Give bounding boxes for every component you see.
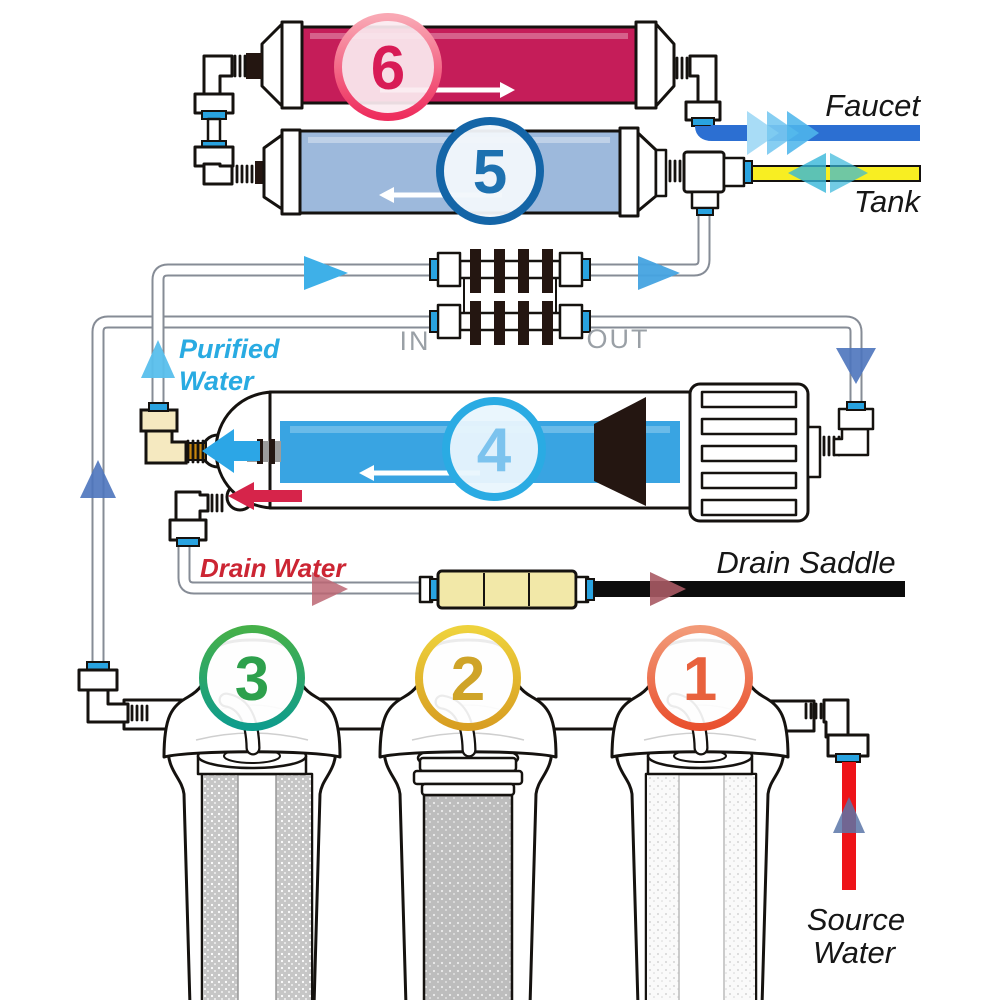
link-6-to-5 bbox=[193, 54, 254, 186]
faucet-pipe bbox=[695, 124, 920, 141]
badge-1-number: 1 bbox=[683, 645, 717, 714]
badge-stage-5 bbox=[436, 117, 544, 225]
purified-water-label-1: Purified bbox=[179, 334, 280, 364]
filter5-right-ribs bbox=[668, 159, 682, 183]
drain-saddle-label: Drain Saddle bbox=[716, 545, 895, 580]
permeate-pump bbox=[429, 249, 591, 345]
membrane-inlet-elbow bbox=[832, 427, 870, 457]
flow-restrictor bbox=[436, 569, 578, 610]
pump-out-label: OUT bbox=[587, 324, 650, 354]
permeate-out-arrow-icon bbox=[202, 429, 260, 473]
tank-flow-arrow-right-icon bbox=[830, 153, 868, 193]
pump-in-label: IN bbox=[400, 326, 431, 356]
drain-out-arrow-icon bbox=[228, 482, 302, 510]
badge-2-number: 2 bbox=[451, 645, 485, 714]
drain-saddle-arrow-icon bbox=[650, 572, 686, 606]
cartridge-stage-2 bbox=[412, 744, 524, 1000]
tank-label: Tank bbox=[854, 184, 922, 219]
link-ribs bbox=[235, 164, 254, 184]
source-water-label-1: Source bbox=[807, 902, 905, 937]
faucet-line bbox=[684, 54, 920, 155]
brass-elbow bbox=[144, 429, 188, 465]
tubing-runs bbox=[91, 212, 863, 664]
badge-5-number: 5 bbox=[473, 138, 507, 207]
membrane-cone bbox=[594, 397, 646, 506]
drain-saddle-line bbox=[594, 581, 905, 597]
brass-ribs bbox=[186, 439, 205, 464]
cartridge-stage-1 bbox=[644, 742, 758, 1000]
drain-flow-arrow-icon bbox=[312, 572, 348, 606]
badge-6-number: 6 bbox=[371, 34, 405, 103]
filter6-right-ribs bbox=[675, 56, 689, 80]
purified-water-label-2: Water bbox=[179, 366, 255, 396]
faucet-flow-arrow-icon bbox=[747, 111, 779, 155]
drain-elbow bbox=[174, 490, 210, 524]
badge-stage-3 bbox=[199, 625, 305, 731]
pump-to-tee-arrow-icon bbox=[638, 256, 680, 290]
drain-water-label: Drain Water bbox=[200, 553, 347, 583]
tank-flow-arrow-left-icon bbox=[788, 153, 826, 193]
badge-3-number: 3 bbox=[235, 645, 269, 714]
tank-tee-fitting bbox=[682, 150, 726, 194]
badge-stage-4 bbox=[442, 397, 546, 501]
faucet-label: Faucet bbox=[825, 88, 921, 123]
badge-4-number: 4 bbox=[477, 416, 512, 485]
badge-stage-6 bbox=[334, 13, 442, 121]
badge-stage-2 bbox=[415, 625, 521, 731]
filter-stage-6 bbox=[228, 20, 689, 110]
source-water-label-2: Water bbox=[813, 935, 897, 970]
membrane-feed-down-arrow-icon bbox=[836, 348, 876, 384]
badge-stage-1 bbox=[647, 625, 753, 731]
pump-fittings bbox=[429, 251, 591, 340]
stage-badges: 6 5 4 3 2 1 bbox=[199, 13, 753, 731]
feed-up-arrow-icon bbox=[80, 460, 116, 498]
drain-elbow-ribs bbox=[210, 493, 224, 513]
purified-up-arrow-icon bbox=[141, 340, 175, 378]
stage3-outlet-elbow bbox=[77, 661, 149, 724]
source-up-arrow-icon bbox=[833, 797, 865, 833]
pump-coil-bars bbox=[470, 249, 553, 345]
text-labels: Faucet Tank IN OUT Purified Water Drain … bbox=[179, 88, 921, 970]
tank-line bbox=[751, 153, 921, 193]
flow-arrows bbox=[80, 256, 876, 833]
brass-elbow-top bbox=[139, 408, 179, 433]
pump-in-arrow-icon bbox=[304, 256, 348, 290]
cartridge-stage-3 bbox=[196, 742, 314, 1000]
